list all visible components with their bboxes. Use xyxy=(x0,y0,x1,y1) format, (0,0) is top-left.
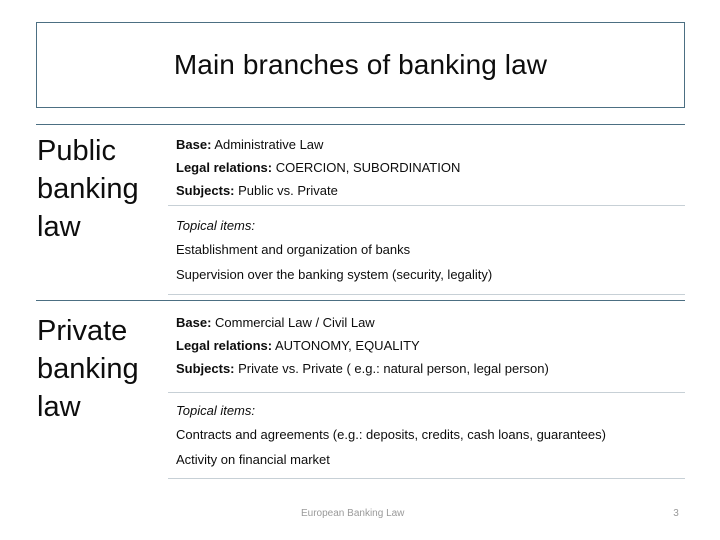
fact-value: Administrative Law xyxy=(211,137,324,152)
page-title: Main branches of banking law xyxy=(173,49,548,80)
fact-value: Commercial Law / Civil Law xyxy=(211,315,375,330)
fact-value: AUTONOMY, EQUALITY xyxy=(272,338,420,353)
fact-value: Private vs. Private ( e.g.: natural pers… xyxy=(234,361,549,376)
fact-key: Base: xyxy=(176,315,212,330)
fact-key: Legal relations: xyxy=(176,160,273,175)
divider-topical-private-bottom xyxy=(168,478,685,479)
fact-row: Subjects: Public vs. Private xyxy=(176,179,686,202)
section-label-private: Private banking law xyxy=(37,315,139,423)
facts-public: Base: Administrative Law Legal relations… xyxy=(176,133,686,202)
topical-heading: Topical items: xyxy=(176,403,255,418)
topical-item: Supervision over the banking system (sec… xyxy=(176,267,493,282)
facts-private: Base: Commercial Law / Civil Law Legal r… xyxy=(176,311,686,380)
divider-topical-private-top xyxy=(168,392,685,393)
fact-row: Legal relations: COERCION, SUBORDINATION xyxy=(176,156,686,179)
fact-row: Legal relations: AUTONOMY, EQUALITY xyxy=(176,334,686,357)
topical-item: Contracts and agreements (e.g.: deposits… xyxy=(176,427,606,442)
topical-private: Topical items: Contracts and agreements … xyxy=(176,400,686,472)
topical-heading: Topical items: xyxy=(176,218,255,233)
title-box: Main branches of banking law xyxy=(36,22,685,108)
topical-item: Activity on financial market xyxy=(176,452,330,467)
topical-public: Topical items: Establishment and organiz… xyxy=(176,215,686,287)
fact-row: Base: Administrative Law xyxy=(176,133,686,156)
topical-item: Establishment and organization of banks xyxy=(176,242,411,257)
fact-value: COERCION, SUBORDINATION xyxy=(272,160,461,175)
fact-key: Subjects: xyxy=(176,183,235,198)
fact-key: Subjects: xyxy=(176,361,235,376)
page-number: 3 xyxy=(673,508,679,519)
fact-row: Subjects: Private vs. Private ( e.g.: na… xyxy=(176,357,686,380)
divider-middle xyxy=(36,300,685,301)
divider-top xyxy=(36,124,685,125)
section-label-public: Public banking law xyxy=(37,135,139,243)
fact-row: Base: Commercial Law / Civil Law xyxy=(176,311,686,334)
fact-value: Public vs. Private xyxy=(234,183,338,198)
footer-label: European Banking Law xyxy=(301,508,405,519)
divider-topical-public-top xyxy=(168,205,685,206)
divider-topical-public-bottom xyxy=(168,294,685,295)
fact-key: Base: xyxy=(176,137,212,152)
fact-key: Legal relations: xyxy=(176,338,273,353)
